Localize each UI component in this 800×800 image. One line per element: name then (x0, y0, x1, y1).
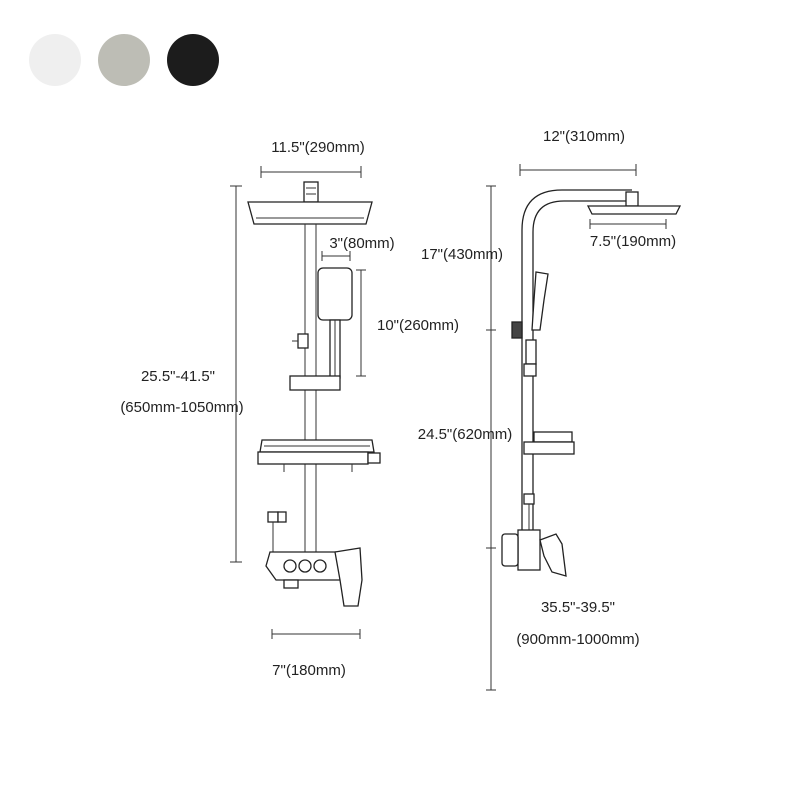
front-mixer-valve (265, 511, 363, 607)
front-width-label: 11.5"(290mm) (271, 139, 364, 156)
color-swatch-grey[interactable] (98, 34, 150, 86)
front-width-dimension (260, 166, 362, 178)
color-swatch-black[interactable] (167, 34, 219, 86)
front-handheld-height-dimension (356, 269, 366, 377)
side-head-width-dimension (589, 219, 667, 229)
front-handheld-height-label: 10"(260mm) (377, 317, 459, 334)
side-middle-height-label: 24.5"(620mm) (418, 426, 513, 443)
side-mixer-valve (501, 493, 567, 577)
side-height-dimension (486, 185, 496, 691)
side-slider-knob (511, 321, 537, 377)
side-hand-shower (525, 271, 549, 365)
side-riser-pipe (521, 189, 632, 552)
front-handheld-width-dimension (321, 251, 351, 261)
side-arm-length-dimension (519, 164, 637, 176)
front-handheld-width-label: 3"(80mm) (329, 235, 394, 252)
front-height-dimension (230, 185, 242, 563)
side-shelf (523, 431, 575, 455)
front-valve-width-label: 7"(180mm) (272, 662, 346, 679)
front-valve-width-dimension (271, 629, 361, 639)
side-install-height-label-mm: (900mm-1000mm) (516, 631, 639, 648)
front-shower-head (247, 181, 373, 225)
front-hand-shower (317, 267, 353, 379)
side-shower-head (586, 191, 682, 215)
front-shelf (257, 439, 381, 472)
front-height-label-inch: 25.5"-41.5" (141, 368, 215, 385)
front-view: 11.5"(290mm) 25.5"-41.5" (650mm-1050mm) (120, 139, 459, 679)
side-view: 12"(310mm) 17"(430mm) 24.5"(620mm) 35.5"… (418, 128, 682, 691)
side-head-width-label: 7.5"(190mm) (590, 233, 676, 250)
side-install-height-label-inch: 35.5"-39.5" (541, 599, 615, 616)
front-slider-bracket (289, 333, 341, 391)
front-height-label-mm: (650mm-1050mm) (120, 399, 243, 416)
side-arm-length-label: 12"(310mm) (543, 128, 625, 145)
color-swatch-white[interactable] (29, 34, 81, 86)
side-upper-height-label: 17"(430mm) (421, 246, 503, 263)
